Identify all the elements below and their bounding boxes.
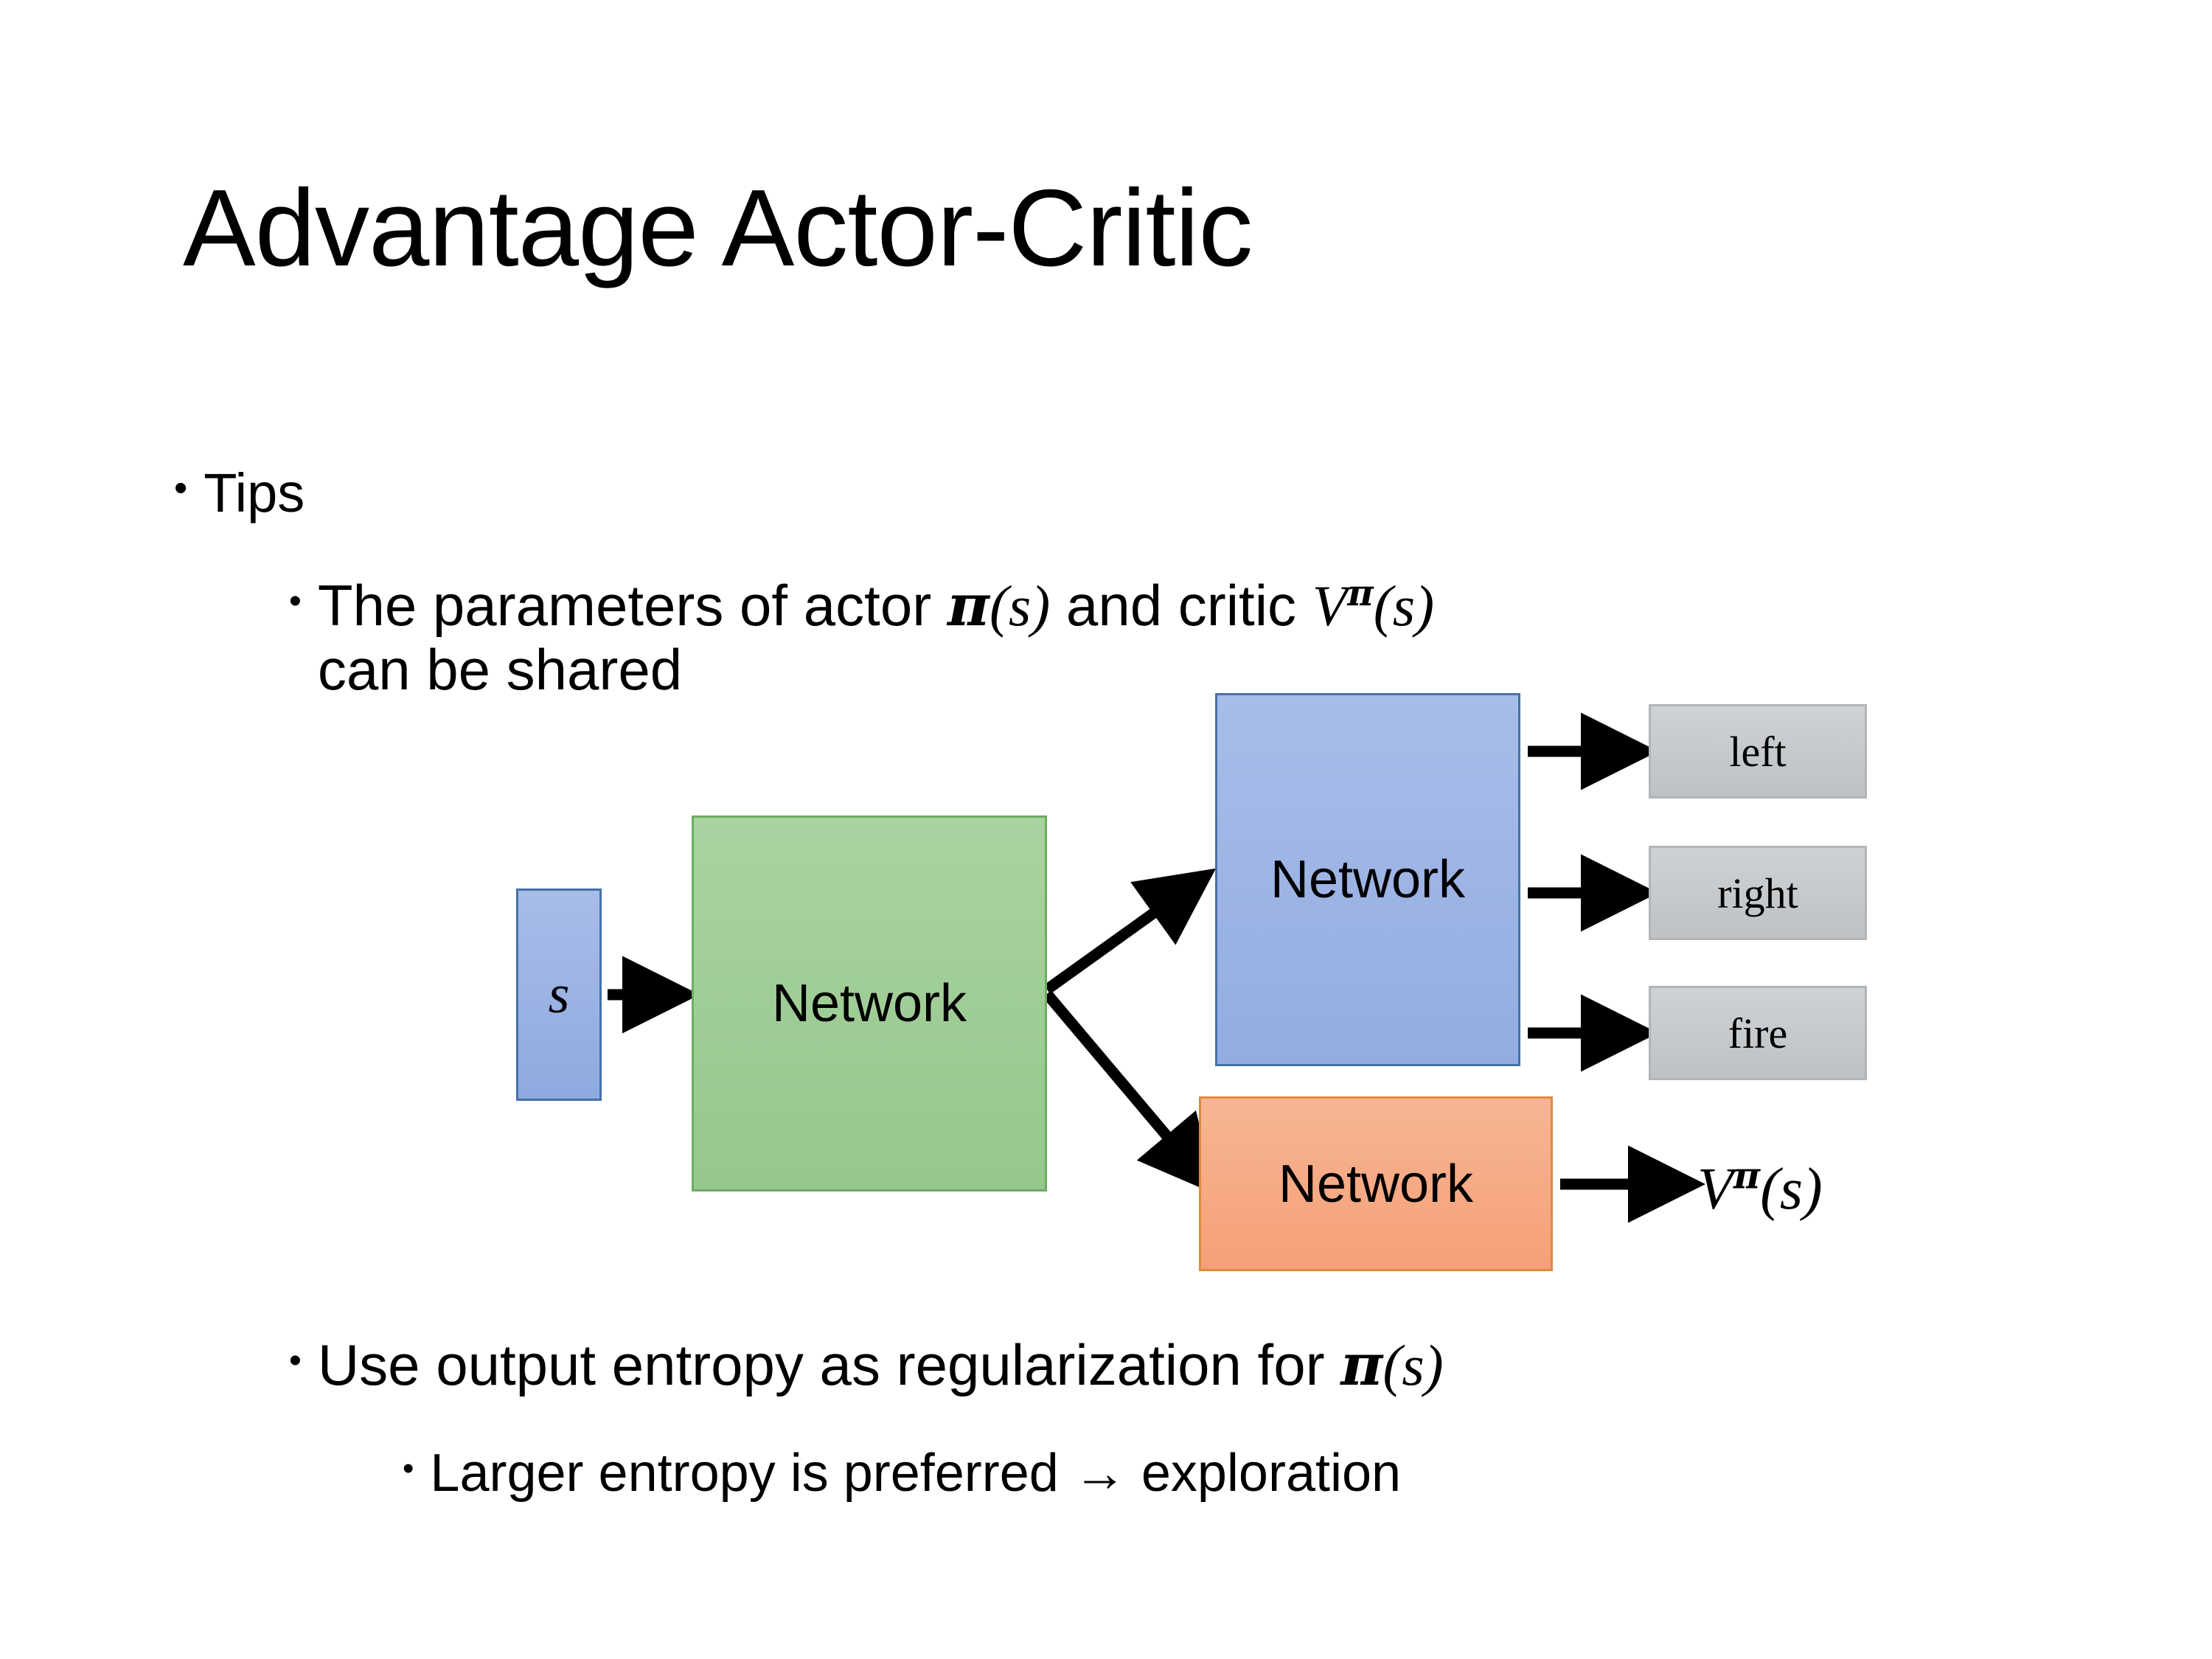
- bullet-entropy-regularization: • Use output entropy as regularization f…: [289, 1332, 1444, 1399]
- math-critic-v: V: [1312, 574, 1348, 638]
- critic-network-label: Network: [1278, 1154, 1474, 1214]
- math-pi-args: (s): [989, 574, 1051, 638]
- math-critic-args: (s): [1373, 574, 1435, 638]
- math-pi-symbol: π: [947, 572, 990, 639]
- math-critic-v: V: [1697, 1157, 1733, 1222]
- shared-network-box: Network: [692, 815, 1047, 1192]
- bullet-tips: • Tips: [174, 462, 305, 524]
- actor-network-box: Network: [1215, 693, 1520, 1066]
- critic-value-output-label: Vπ(s): [1697, 1155, 1823, 1223]
- text-segment: can be shared: [317, 637, 683, 703]
- action-output-fire-label: fire: [1728, 1009, 1788, 1057]
- bullet-marker-icon: •: [403, 1450, 414, 1486]
- text-segment: Use output entropy as regularization for: [317, 1332, 1341, 1397]
- shared-network-label: Network: [771, 974, 967, 1033]
- action-output-right: right: [1649, 846, 1867, 940]
- action-output-left-label: left: [1729, 727, 1787, 776]
- bullet-shared-parameters-label: The parameters of actor π(s) and critic …: [317, 572, 1435, 703]
- bullet-marker-icon: •: [289, 582, 302, 621]
- bullet-shared-parameters: • The parameters of actor π(s) and criti…: [289, 572, 2073, 703]
- math-critic-superscript-pi: π: [1733, 1153, 1761, 1197]
- text-segment: and critic: [1050, 573, 1312, 638]
- math-pi-args: (s): [1382, 1333, 1444, 1397]
- arrow-shared-to-critic: [1043, 990, 1217, 1195]
- state-input-label: s: [548, 964, 570, 1025]
- math-critic-superscript-pi: π: [1347, 573, 1374, 614]
- math-pi-symbol: π: [1340, 1332, 1383, 1399]
- bullet-entropy-label: Use output entropy as regularization for…: [317, 1332, 1444, 1399]
- arrow-shared-to-actor: [1043, 868, 1217, 995]
- text-segment: The parameters of actor: [317, 573, 947, 638]
- math-critic-args: (s): [1760, 1157, 1823, 1222]
- action-output-left: left: [1649, 704, 1867, 799]
- bullet-tips-label: Tips: [204, 462, 305, 524]
- bullet-larger-entropy-label: Larger entropy is preferred → exploratio…: [430, 1444, 1402, 1503]
- page-title: Advantage Actor-Critic: [183, 167, 1253, 289]
- action-output-fire: fire: [1649, 986, 1867, 1080]
- critic-network-box: Network: [1199, 1096, 1553, 1271]
- bullet-larger-entropy: • Larger entropy is preferred → explorat…: [403, 1444, 1401, 1503]
- bullet-marker-icon: •: [289, 1341, 302, 1380]
- action-output-right-label: right: [1717, 869, 1798, 917]
- actor-network-label: Network: [1270, 850, 1466, 909]
- bullet-marker-icon: •: [174, 467, 188, 509]
- state-input-box: s: [516, 888, 602, 1101]
